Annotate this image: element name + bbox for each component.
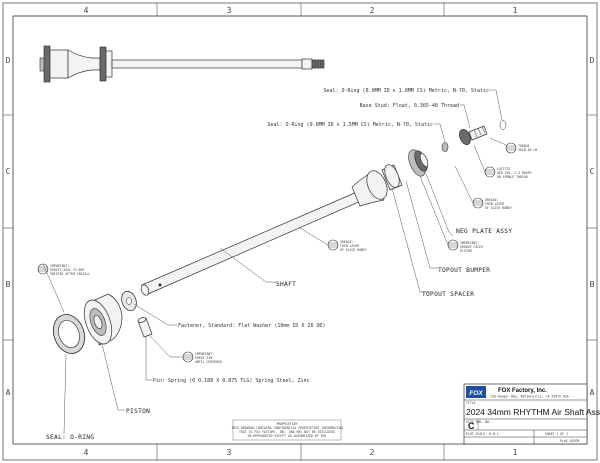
important-pin-bubble — [182, 351, 194, 363]
company-address: 130 Hangar Way, Watsonville, CA 95076 US… — [490, 395, 569, 399]
zone-row-left-a: A — [6, 388, 11, 397]
inner-border — [12, 15, 588, 445]
drawing-title: 2024 34mm RHYTHM Air Shaft Assys — [466, 407, 600, 417]
callout-base-stud: Base Stud: Float, 0.365-48 Thread — [360, 103, 459, 109]
svg-text:OF SLICK HONEY: OF SLICK HONEY — [485, 206, 512, 210]
callout-neg-plate: NEG PLATE ASSY — [456, 228, 512, 235]
proe-assem: ProE ASSEM — [560, 439, 579, 443]
svg-text:IMPORTANT:: IMPORTANT: — [195, 352, 214, 356]
svg-text:PROPRIETARY: PROPRIETARY — [276, 422, 297, 426]
size-value: C — [468, 421, 475, 431]
important-neg-bubble — [447, 239, 459, 251]
zone-col-top-3: 2 — [370, 6, 375, 15]
svg-text:ON FEMALE THREAD: ON FEMALE THREAD — [497, 175, 528, 179]
title-label: TITLE — [466, 401, 476, 405]
svg-text:GROOVE FACES: GROOVE FACES — [460, 245, 483, 249]
callout-oring-large: Seal: O-Ring (9.0MM ID x 1.5MM CS) Metri… — [267, 122, 433, 128]
sheet-number: SHEET 1 OF 1 — [545, 432, 568, 436]
proprietary-note: PROPRIETARY THIS DRAWING CONTAINS CONFID… — [231, 419, 343, 441]
zone-row-right-c: C — [590, 167, 595, 176]
fox-logo — [466, 386, 486, 398]
svg-text:THIS DRAWING CONTAINS CONFIDEN: THIS DRAWING CONTAINS CONFIDENTIAL PROPR… — [231, 426, 342, 430]
zone-col-bottom-3: 2 — [370, 448, 375, 457]
leader-lines — [42, 89, 507, 435]
svg-text:VERIFY SEAL IS NOT: VERIFY SEAL IS NOT — [50, 268, 85, 272]
company-name: FOX Factory, Inc. — [498, 388, 547, 394]
fox-logo-text: FOX — [469, 390, 483, 397]
zone-col-bottom-2: 3 — [227, 448, 232, 457]
callout-shaft: SHAFT — [276, 281, 296, 288]
note-loctite: LOCTITE RED 263, 2-3 DROPS ON FEMALE THR… — [497, 167, 532, 179]
note-grease-neg: GREASE: THIN LAYER OF SLICK HONEY — [485, 198, 512, 210]
zone-row-right-b: B — [590, 280, 595, 289]
plot-scale: PLOT SCALE: 0.8:1 — [466, 432, 499, 436]
zone-col-bottom-4: 1 — [513, 448, 518, 457]
svg-text:PISTON: PISTON — [460, 249, 472, 253]
note-grease-shaft: GREASE: THIN LAYER OF SLICK HONEY — [340, 240, 367, 252]
seal-o-ring-part — [52, 314, 86, 354]
svg-text:RED 263, 2-3 DROPS: RED 263, 2-3 DROPS — [497, 171, 532, 175]
grease-neg-bubble — [472, 197, 484, 209]
svg-text:IMPORTANT:: IMPORTANT: — [50, 264, 69, 268]
callout-topout-spacer: TOPOUT SPACER — [422, 291, 474, 298]
shaft-part — [140, 170, 388, 296]
zone-row-left-d: D — [6, 56, 11, 65]
zone-col-top-2: 3 — [227, 6, 232, 15]
assembled-shaft-view — [39, 45, 325, 83]
loctite-bubble — [484, 166, 496, 178]
svg-text:30LB-IN LB.: 30LB-IN LB. — [518, 148, 539, 152]
callout-piston: PISTON — [126, 408, 150, 415]
callout-seal: SEAL: O-RING — [46, 434, 94, 441]
callout-fastener: Fastener, Standard: Flat Washer (10mm ID… — [178, 323, 326, 329]
note-important-neg: IMPORTANT: GROOVE FACES PISTON — [460, 241, 483, 253]
note-important-pin: IMPORTANT: PRESS PIN UNTIL CENTERED — [195, 352, 222, 364]
zone-row-right-d: D — [590, 56, 595, 65]
svg-text:OF SLICK HONEY: OF SLICK HONEY — [340, 248, 367, 252]
svg-text:THIN LAYER: THIN LAYER — [485, 202, 504, 206]
svg-text:GREASE:: GREASE: — [485, 198, 499, 202]
svg-text:UNTIL CENTERED: UNTIL CENTERED — [195, 360, 222, 364]
zone-col-top-1: 4 — [84, 6, 89, 15]
svg-text:GREASE:: GREASE: — [340, 240, 354, 244]
callout-pin: Pin: Spring (0 0.188 X 0.875 TLG) Spring… — [153, 378, 310, 384]
svg-text:LOCTITE: LOCTITE — [497, 167, 511, 171]
svg-text:IMPORTANT:: IMPORTANT: — [460, 241, 479, 245]
torque-bubble — [505, 142, 517, 154]
washer-part — [121, 290, 137, 312]
neg-plate-part — [408, 149, 429, 177]
svg-text:THIN LAYER: THIN LAYER — [340, 244, 359, 248]
title-block: FOX FOX Factory, Inc. 130 Hangar Way, Wa… — [463, 383, 600, 445]
note-torque: TORQUE 30LB-IN LB. — [518, 144, 539, 152]
grease-shaft-bubble — [327, 239, 339, 251]
size-label: SIZE DWG. NO. — [466, 420, 491, 424]
border-ticks — [3, 3, 597, 460]
zone-row-left-c: C — [6, 167, 11, 176]
zone-col-top-4: 1 — [513, 6, 518, 15]
svg-text:OR REPRODUCED EXCEPT AS AUTHOR: OR REPRODUCED EXCEPT AS AUTHORIZED BY FO… — [248, 434, 327, 438]
zone-row-left-b: B — [6, 280, 11, 289]
svg-text:TORQUE: TORQUE — [518, 144, 530, 148]
topout-spacer-part — [381, 164, 403, 191]
small-o-ring-part — [499, 120, 507, 130]
svg-text:TWISTED AFTER INSTALL: TWISTED AFTER INSTALL — [50, 272, 90, 276]
callout-topout-bumper: TOPOUT BUMPER — [438, 267, 490, 274]
base-stud-part — [441, 120, 507, 152]
zone-row-right-a: A — [590, 388, 595, 397]
zone-col-bottom-1: 4 — [84, 448, 89, 457]
svg-text:PRESS PIN: PRESS PIN — [195, 356, 212, 360]
piston-part — [83, 293, 123, 346]
note-important-seal: IMPORTANT: VERIFY SEAL IS NOT TWISTED AF… — [50, 264, 90, 276]
pin-part — [137, 317, 153, 338]
note-bubbles — [37, 142, 517, 363]
svg-text:THAT IS FOX FACTORY, INC. AND: THAT IS FOX FACTORY, INC. AND MAY NOT BE… — [239, 430, 335, 434]
callout-oring-small: Seal: O-Ring (8.0MM ID x 1.0MM CS) Metri… — [323, 88, 489, 94]
